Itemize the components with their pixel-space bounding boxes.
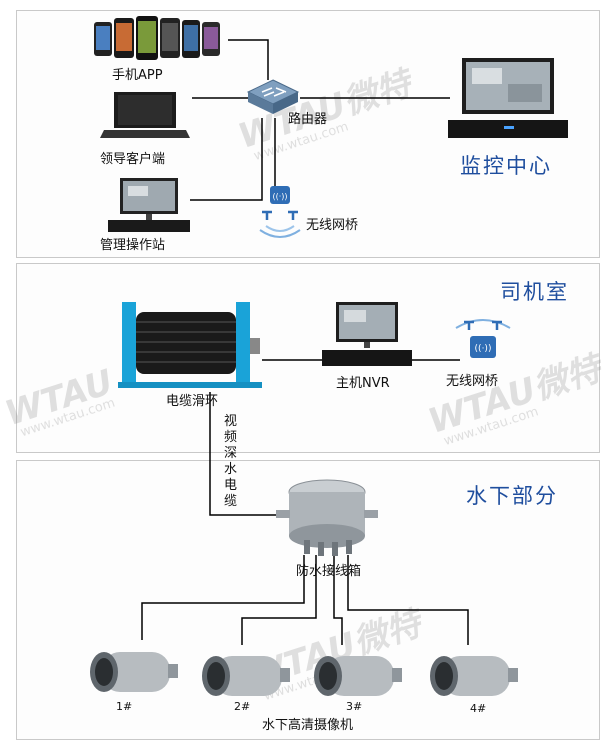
camera-4-image	[428, 646, 520, 708]
wireless-bridge-top-label: 无线网桥	[306, 218, 359, 233]
svg-text:((·)): ((·))	[272, 192, 287, 201]
wireless-bridge-mid-image: ((·))	[452, 314, 514, 374]
mobile-app-label: 手机APP	[112, 68, 163, 83]
camera-icon	[202, 656, 290, 696]
router-label: 路由器	[288, 112, 328, 127]
camera-icon	[90, 652, 178, 692]
monitor-center-display-image	[448, 58, 568, 144]
driver-room-panel	[16, 263, 600, 453]
camera-4-label: 4#	[470, 702, 487, 715]
host-nvr-label: 主机NVR	[336, 376, 390, 391]
camera-1-image	[88, 642, 180, 704]
cable-slip-ring-image	[118, 298, 262, 394]
router-image	[246, 78, 300, 122]
camera-2-label: 2#	[234, 700, 251, 713]
laptop-image	[100, 92, 190, 144]
host-nvr-image	[322, 302, 412, 372]
management-station-label: 管理操作站	[100, 238, 166, 253]
camera-3-label: 3#	[346, 700, 363, 713]
leader-client-label: 领导客户端	[100, 152, 166, 167]
router-icon	[246, 79, 300, 114]
junction-box-icon	[276, 479, 378, 556]
camera-3-image	[312, 646, 404, 708]
wireless-bridge-icon: ((·))	[259, 186, 301, 238]
camera-2-image	[200, 646, 292, 708]
cable-reel-icon	[118, 302, 262, 388]
section-title-monitor-center: 监控中心	[460, 154, 552, 178]
section-title-driver-room: 司机室	[500, 280, 569, 304]
laptop-icon	[100, 92, 190, 138]
section-title-underwater: 水下部分	[466, 484, 558, 508]
wireless-bridge-icon: ((·))	[455, 319, 511, 358]
camera-icon	[314, 656, 402, 696]
cable-slip-ring-label: 电缆滑环	[166, 394, 219, 409]
junction-box-label: 防水接线箱	[296, 564, 362, 579]
mobile-phones-image	[92, 16, 224, 68]
camera-group-label: 水下高清摄像机	[262, 718, 354, 733]
svg-text:((·)): ((·))	[475, 344, 492, 354]
smartphone-icon	[94, 16, 220, 60]
workstation-icon	[108, 178, 190, 232]
camera-icon	[430, 656, 518, 696]
management-station-image	[108, 178, 190, 236]
deep-water-cable-label: 视频深水电缆	[224, 414, 238, 509]
junction-box-image	[274, 478, 380, 562]
wireless-bridge-top-image: ((·))	[254, 186, 310, 250]
monitor-display-icon	[448, 58, 568, 138]
wireless-bridge-mid-label: 无线网桥	[446, 374, 499, 389]
nvr-icon	[322, 302, 412, 366]
camera-1-label: 1#	[116, 700, 133, 713]
